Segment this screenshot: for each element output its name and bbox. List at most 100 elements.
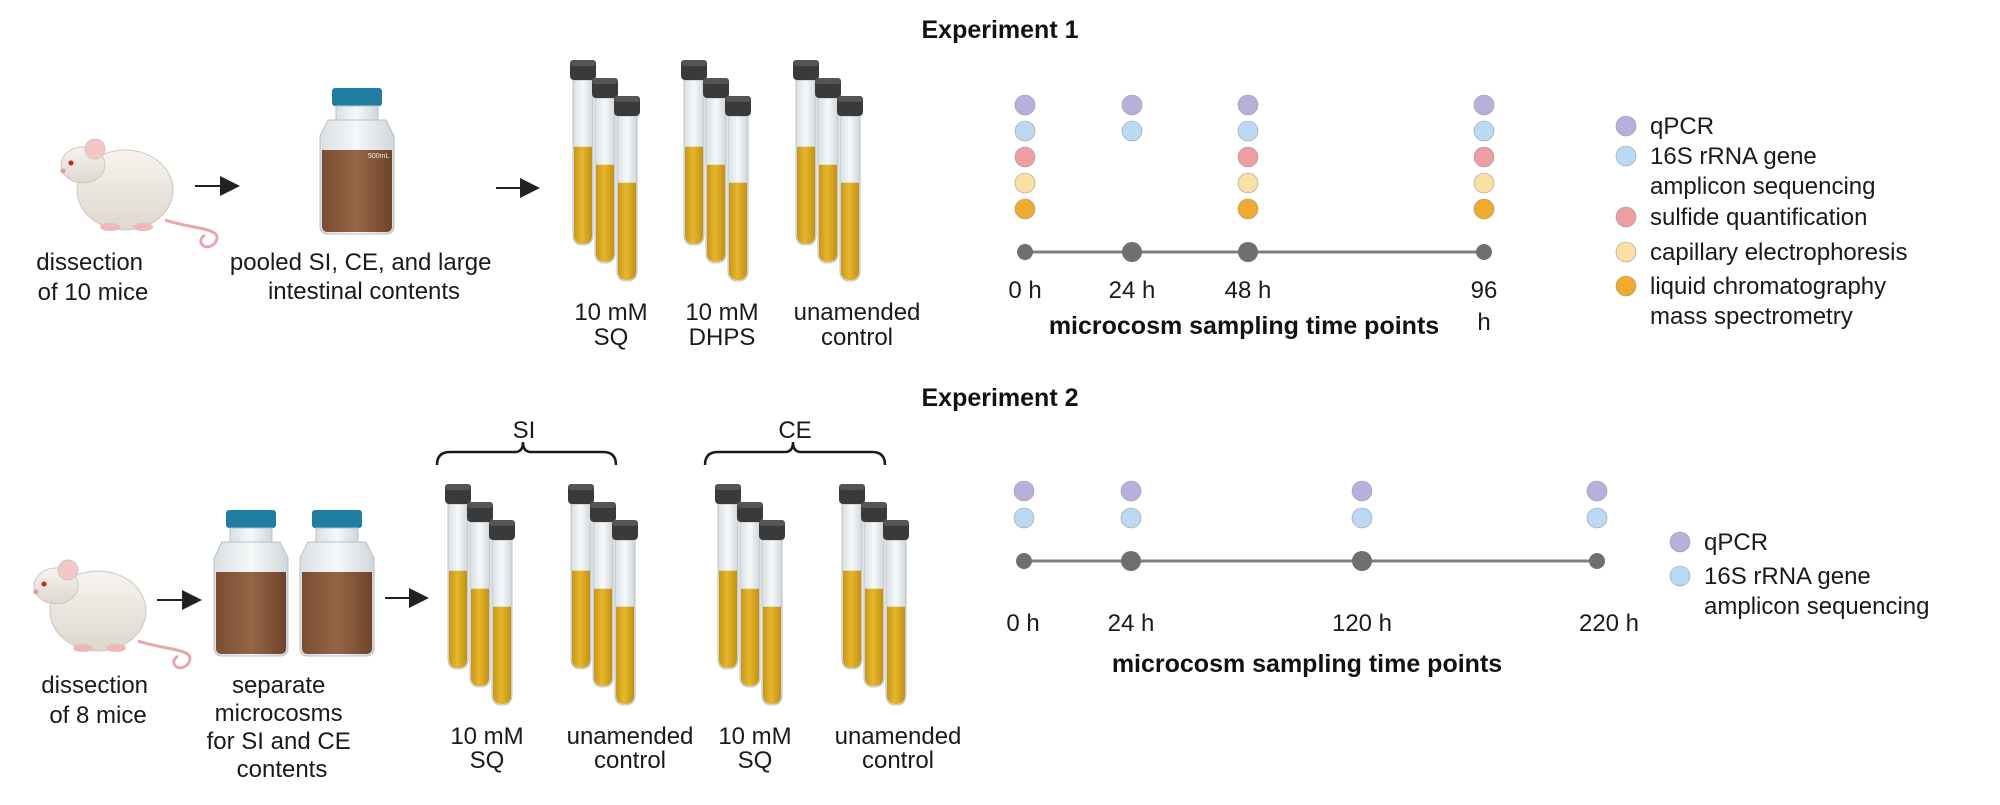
exp1-assay-dot-sulfide-1 — [1014, 146, 1036, 168]
exp1-group-dhps-tube-icon-2 — [703, 78, 729, 264]
exp1-assay-dot-sequencing-1 — [1014, 120, 1036, 142]
exp2-assay-dot-sequencing-4 — [1586, 507, 1608, 529]
exp1-timepoint-marker-2 — [1122, 242, 1142, 262]
exp1-group-sq — [570, 60, 640, 282]
exp1-assay-dot-electrophoresis-3 — [1237, 172, 1259, 194]
brace-label-ce: CE — [778, 417, 811, 444]
brace-label-si: SI — [513, 417, 536, 444]
exp2-assay-dot-sequencing-2 — [1120, 507, 1142, 529]
exp2-title: Experiment 2 — [921, 384, 1078, 412]
exp2-timepoint-marker-1 — [1016, 553, 1032, 569]
exp2-timepoint-label-2: 24 h — [1108, 610, 1155, 637]
bottle-volume-label: 500mL — [368, 153, 390, 160]
exp2-group-si-control — [568, 484, 638, 706]
exp1-bottle-icon: 500mL — [319, 88, 395, 235]
exp2-bottle-label: separate microcosms for SI and CE conten… — [207, 672, 358, 783]
exp2-group-ce-sq-tube-icon-3 — [759, 520, 785, 706]
exp1-assay-dot-lcms-4 — [1473, 198, 1495, 220]
exp1-assay-dot-sulfide-4 — [1473, 146, 1495, 168]
exp2-group-ce-sq-tube-icon-2 — [737, 502, 763, 688]
exp1-group-sq-tube-icon-3 — [614, 96, 640, 282]
exp2-group-ce-control-tube-icon-2 — [861, 502, 887, 688]
exp1-assay-dot-sequencing-4 — [1473, 120, 1495, 142]
exp1-assay-dot-sequencing-2 — [1121, 120, 1143, 142]
exp2-assay-dot-qpcr-3 — [1351, 480, 1373, 502]
exp1-timepoint-label-2: 24 h — [1109, 277, 1156, 304]
exp2-assay-dot-qpcr-2 — [1120, 480, 1142, 502]
exp1-title: Experiment 1 — [921, 16, 1078, 44]
exp1-bottle-label: pooled SI, CE, and large intestinal cont… — [230, 249, 498, 305]
exp1-mouse-label: dissection of 10 mice — [36, 249, 149, 306]
exp1-assay-dot-qpcr-1 — [1014, 94, 1036, 116]
legend-qpcr-label: qPCR — [1650, 113, 1714, 140]
exp1-assay-dot-lcms-1 — [1014, 198, 1036, 220]
legend-sulfide-label: sulfide quantification — [1650, 204, 1867, 231]
exp1-timepoint-label-1: 0 h — [1008, 277, 1041, 304]
legend-sequencing-swatch — [1615, 145, 1637, 167]
exp2-group-si-sq-tube-icon-2 — [467, 502, 493, 688]
legend-qpcr-swatch — [1615, 115, 1637, 137]
exp1-mouse-icon — [60, 138, 219, 249]
legend2-qpcr-label: qPCR — [1704, 529, 1768, 556]
exp1-timepoint-label-3: 48 h — [1225, 277, 1272, 304]
exp2-group-si-control-tube-icon-2 — [590, 502, 616, 688]
exp1-group-sq-tube-icon-2 — [592, 78, 618, 264]
exp2-group-ce-sq-tube-icon-1 — [715, 484, 741, 670]
exp1-axis-title: microcosm sampling time points — [1049, 312, 1439, 340]
exp2-timepoint-marker-4 — [1589, 553, 1605, 569]
exp1-assay-dot-qpcr-3 — [1237, 94, 1259, 116]
brace-icon-si — [435, 441, 618, 466]
exp2-assay-dot-qpcr-4 — [1586, 480, 1608, 502]
exp2-assay-dot-qpcr-1 — [1013, 480, 1035, 502]
exp2-timepoint-label-1: 0 h — [1006, 610, 1039, 637]
exp2-axis-title: microcosm sampling time points — [1112, 650, 1502, 678]
exp2-mouse-label: dissection of 8 mice — [41, 672, 154, 729]
exp1-group-control-tube-icon-3 — [837, 96, 863, 282]
exp2-group-ce-control — [839, 484, 909, 706]
exp2-group-si-control-tube-icon-1 — [568, 484, 594, 670]
exp2-mouse-icon — [33, 559, 192, 670]
exp1-timepoint-marker-4 — [1476, 244, 1492, 260]
legend2-qpcr-swatch — [1669, 531, 1691, 553]
legend-sulfide-swatch — [1615, 206, 1637, 228]
exp2-group-ce-control-tube-icon-1 — [839, 484, 865, 670]
exp1-group-sq-tube-icon-1 — [570, 60, 596, 246]
exp2-assay-dot-sequencing-3 — [1351, 507, 1373, 529]
exp1-assay-dot-lcms-3 — [1237, 198, 1259, 220]
exp2-group-si-sq-tube-icon-3 — [489, 520, 515, 706]
exp1-group-dhps-tube-icon-1 — [681, 60, 707, 246]
exp2-timepoint-marker-3 — [1352, 551, 1372, 571]
exp1-group-dhps — [681, 60, 751, 282]
exp2-group-ce-control-tube-icon-3 — [883, 520, 909, 706]
exp2-group-si-sq — [445, 484, 515, 706]
brace-icon-ce — [703, 441, 887, 466]
exp1-assay-dot-electrophoresis-1 — [1014, 172, 1036, 194]
exp1-timepoint-marker-1 — [1017, 244, 1033, 260]
exp1-assay-dot-qpcr-4 — [1473, 94, 1495, 116]
exp1-group-control — [793, 60, 863, 282]
exp2-tube-groups — [445, 484, 909, 706]
exp1-assay-dot-sulfide-3 — [1237, 146, 1259, 168]
exp1-group-control-tube-icon-2 — [815, 78, 841, 264]
exp2-bottle-icon-si — [213, 510, 289, 657]
exp2-group-ce-sq — [715, 484, 785, 706]
exp2-assay-dot-sequencing-1 — [1013, 507, 1035, 529]
exp1-assay-dot-electrophoresis-4 — [1473, 172, 1495, 194]
exp1-group-dhps-tube-icon-3 — [725, 96, 751, 282]
legend2-sequencing-swatch — [1669, 565, 1691, 587]
exp2-group-si-sq-tube-icon-1 — [445, 484, 471, 670]
